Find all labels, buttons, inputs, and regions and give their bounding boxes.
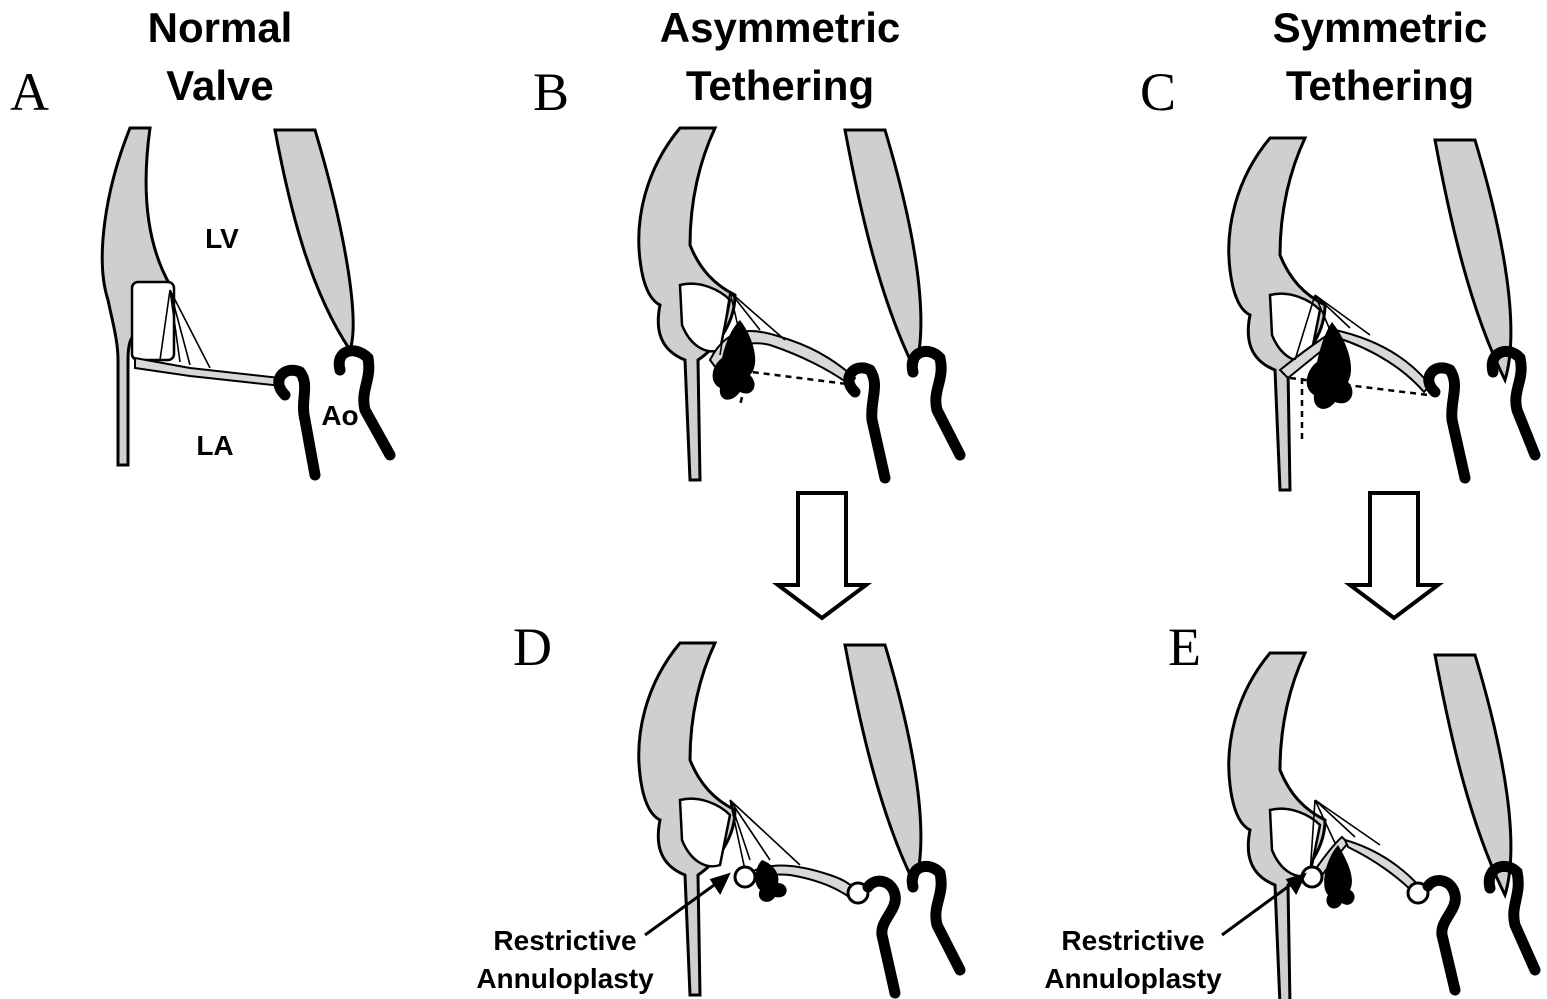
panel-letter-c: C [1140, 62, 1176, 122]
panel-a-title-line1: Normal [148, 4, 293, 51]
asymmetric-tethering-drawing [639, 128, 960, 480]
callout-d-line1: Restrictive [493, 925, 636, 956]
panel-c: C Symmetric Tethering [1140, 4, 1535, 490]
panel-letter-d: D [513, 617, 552, 677]
down-arrow-icon [778, 493, 866, 618]
panel-c-title-line2: Tethering [1286, 62, 1474, 109]
panel-d: D Restrictive Annuloplasty [476, 617, 960, 995]
annuloplasty-ring-icon [1302, 867, 1322, 887]
panel-b-title-line2: Tethering [686, 62, 874, 109]
symmetric-annuloplasty-drawing [1229, 653, 1511, 999]
panel-letter-a: A [10, 62, 49, 122]
callout-e-line1: Restrictive [1061, 925, 1204, 956]
callout-d-line2: Annuloplasty [476, 963, 654, 994]
panel-letter-b: B [533, 62, 569, 122]
annuloplasty-ring-icon [735, 867, 755, 887]
panel-a-title-line2: Valve [166, 62, 273, 109]
asymmetric-annuloplasty-drawing [639, 643, 960, 995]
ao-label: Ao [321, 400, 358, 431]
la-label: LA [196, 430, 233, 461]
panel-b: B Asymmetric Tethering [533, 4, 960, 480]
lv-label: LV [205, 223, 239, 254]
callout-e-line2: Annuloplasty [1044, 963, 1222, 994]
panel-a: A Normal Valve LV LA Ao [10, 4, 390, 475]
symmetric-tethering-drawing [1229, 138, 1511, 490]
panel-b-title-line1: Asymmetric [660, 4, 900, 51]
panel-e: E Restrictive Annuloplasty [1044, 617, 1535, 999]
panel-c-title-line1: Symmetric [1273, 4, 1488, 51]
panel-letter-e: E [1168, 617, 1201, 677]
down-arrow-icon [1350, 493, 1438, 618]
